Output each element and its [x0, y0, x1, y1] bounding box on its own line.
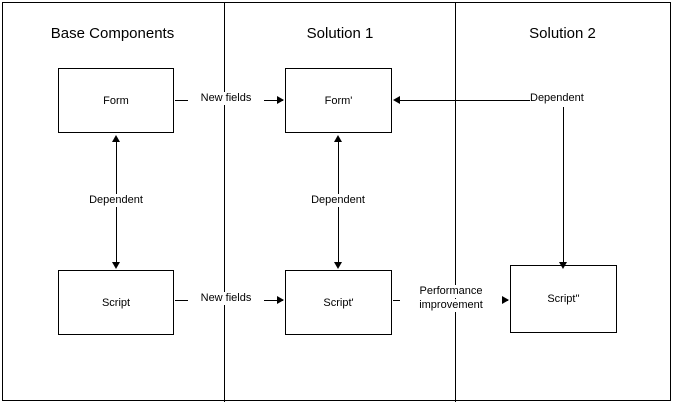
node-form-prime[interactable]: Form': [285, 68, 392, 133]
edge-label-dependent-solution2: Dependent: [530, 92, 620, 105]
edge-label-performance-improvement-line1: Performance: [400, 285, 502, 298]
column-divider-2: [455, 2, 456, 402]
node-script-double-prime[interactable]: Script'': [510, 265, 617, 333]
edge-form-script-arrowhead-up: [112, 135, 120, 142]
edge-form-to-form-prime-arrowhead: [277, 96, 284, 104]
edge-label-new-fields-form: New fields: [188, 92, 264, 105]
edge-script-double-prime-to-form-prime-horizontal: [400, 100, 564, 101]
node-script-prime-label: Script': [323, 296, 354, 309]
node-form-label: Form: [103, 94, 129, 107]
column-title-solution-2: Solution 2: [529, 25, 596, 42]
edge-label-performance-improvement-line2: improvement: [400, 299, 502, 312]
node-form-prime-label: Form': [324, 94, 353, 107]
edge-script-double-prime-to-form-prime-arrowhead-left: [393, 96, 400, 104]
diagram-border: [2, 2, 671, 401]
node-script-label: Script: [101, 296, 131, 309]
edge-script-prime-to-script-double-prime-arrowhead: [502, 296, 509, 304]
node-form[interactable]: Form: [58, 68, 174, 133]
column-divider-1: [224, 2, 225, 402]
column-title-solution-1: Solution 1: [306, 25, 374, 42]
edge-script-double-prime-to-form-prime-vertical: [563, 107, 564, 265]
edge-script-to-script-prime-arrowhead: [277, 296, 284, 304]
node-script-double-prime-label: Script'': [547, 293, 580, 305]
column-title-base-components: Base Components: [50, 25, 175, 42]
edge-form-script-arrowhead-down: [112, 262, 120, 269]
edge-label-new-fields-script: New fields: [188, 292, 264, 305]
edge-label-dependent-base: Dependent: [66, 194, 166, 207]
node-script[interactable]: Script: [58, 270, 174, 335]
node-script-prime[interactable]: Script': [285, 270, 392, 335]
edge-script-double-prime-to-form-prime-arrowhead-down: [559, 262, 567, 269]
edge-form-prime-script-prime-arrowhead-down: [334, 262, 342, 269]
edge-form-prime-script-prime-arrowhead-up: [334, 135, 342, 142]
edge-label-dependent-solution1: Dependent: [288, 194, 388, 207]
